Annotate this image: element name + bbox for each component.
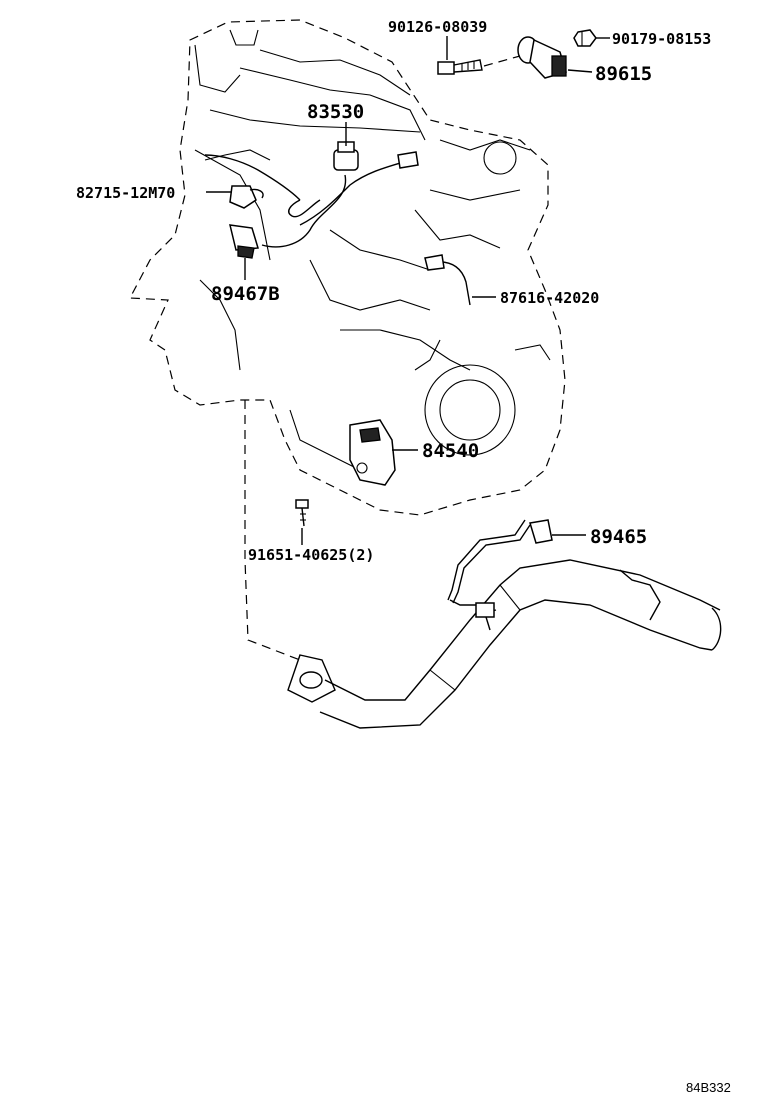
label-90126: 90126-08039 [388,18,487,36]
label-87616: 87616-42020 [500,289,599,307]
label-82715: 82715-12M70 [76,184,175,202]
clamp-icon [229,185,264,209]
leader-lines [206,36,610,545]
nut-icon [573,29,597,47]
engine-outline [129,19,566,661]
label-90179: 90179-08153 [612,30,711,48]
reference-code: 84B332 [686,1080,731,1095]
part-labels: 90126-08039 90179-08153 89615 83530 8271… [76,18,731,1095]
sensor-89467b-icon [229,224,259,259]
knock-sensor-icon [517,36,567,79]
stud-bolt-icon [437,59,483,75]
label-89615: 89615 [595,63,652,85]
label-83530: 83530 [307,101,364,123]
bracket-icon [424,254,445,271]
label-91651: 91651-40625(2) [248,546,374,564]
bolt-icon [295,499,309,527]
label-84540: 84540 [422,440,479,462]
oxygen-sensor-icon [449,519,553,631]
label-89465: 89465 [590,526,647,548]
neutral-switch-icon [349,419,396,486]
wiring [204,154,531,604]
label-89467b: 89467B [211,283,280,305]
exhaust-pipe [287,559,722,729]
oil-pressure-switch-icon [333,141,419,171]
